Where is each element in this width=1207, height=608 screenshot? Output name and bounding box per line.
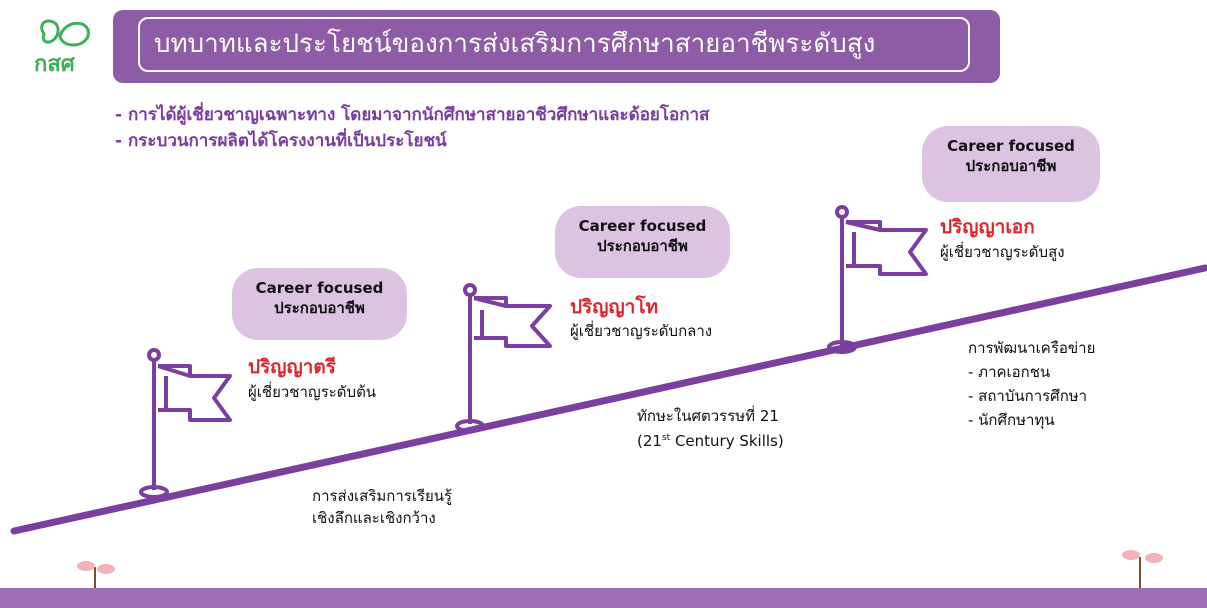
sprout-left-icon [77,561,115,590]
bullet-specialists: - การได้ผู้เชี่ยวชาญเฉพาะทาง โดยมาจากนัก… [115,105,710,125]
note-skills-line1: ทักษะในศตวรรษที่ 21 [637,407,779,425]
career-bubble-master: Career focused ประกอบอาชีพ [555,206,730,278]
network-item: - ภาคเอกชน [968,363,1051,381]
degree-bachelor: ปริญญาตรี [248,356,336,378]
bubble-subtitle: ประกอบอาชีพ [274,299,365,317]
bubble-subtitle: ประกอบอาชีพ [965,157,1057,175]
level-master: ผู้เชี่ยวชาญระดับกลาง [570,322,713,340]
logo-text: กสศ [34,52,75,77]
note-skills: ทักษะในศตวรรษที่ 21 (21st Century Skills… [637,405,784,452]
bubble-title: Career focused [255,279,384,297]
note-learning-line2: เชิงลึกและเชิงกว้าง [312,509,436,527]
bubble-title: Career focused [578,217,707,235]
bubble-title: Career focused [947,137,1075,155]
bubble-subtitle: ประกอบอาชีพ [597,237,688,255]
level-bachelor: ผู้เชี่ยวชาญระดับต้น [248,383,377,401]
level-doctorate: ผู้เชี่ยวชาญระดับสูง [940,243,1065,261]
network-item: - สถาบันการศึกษา [968,387,1088,405]
network-title: การพัฒนาเครือข่าย [968,339,1096,357]
logo-icon [40,19,90,47]
note-network: การพัฒนาเครือข่าย - ภาคเอกชน - สถาบันการ… [968,336,1095,432]
bullet-projects: - กระบวนการผลิตได้โครงงานที่เป็นประโยชน์ [115,131,447,151]
flag-doctorate-icon [827,205,928,354]
flag-master-icon [455,283,552,433]
skills-sup: st [661,433,671,443]
ground-strip [0,588,1207,608]
growth-line [10,264,1207,535]
skills-rest: Century Skills) [670,432,784,450]
note-learning-line1: การส่งเสริมการเรียนรู้ [312,487,453,505]
network-item: - นักศึกษาทุน [968,411,1055,429]
career-bubble-bachelor: Career focused ประกอบอาชีพ [232,268,407,340]
note-learning: การส่งเสริมการเรียนรู้ เชิงลึกและเชิงกว้… [312,485,452,529]
degree-master: ปริญญาโท [570,296,659,318]
sprout-right-icon [1122,550,1163,590]
flag-bachelor-icon [139,348,232,499]
career-bubble-doctorate: Career focused ประกอบอาชีพ [922,126,1100,202]
skills-open: (21 [637,432,662,450]
degree-doctorate: ปริญญาเอก [940,216,1035,238]
page-title: บทบาทและประโยชน์ของการส่งเสริมการศึกษาสา… [138,17,970,72]
note-skills-line2: (21st Century Skills) [637,427,784,452]
